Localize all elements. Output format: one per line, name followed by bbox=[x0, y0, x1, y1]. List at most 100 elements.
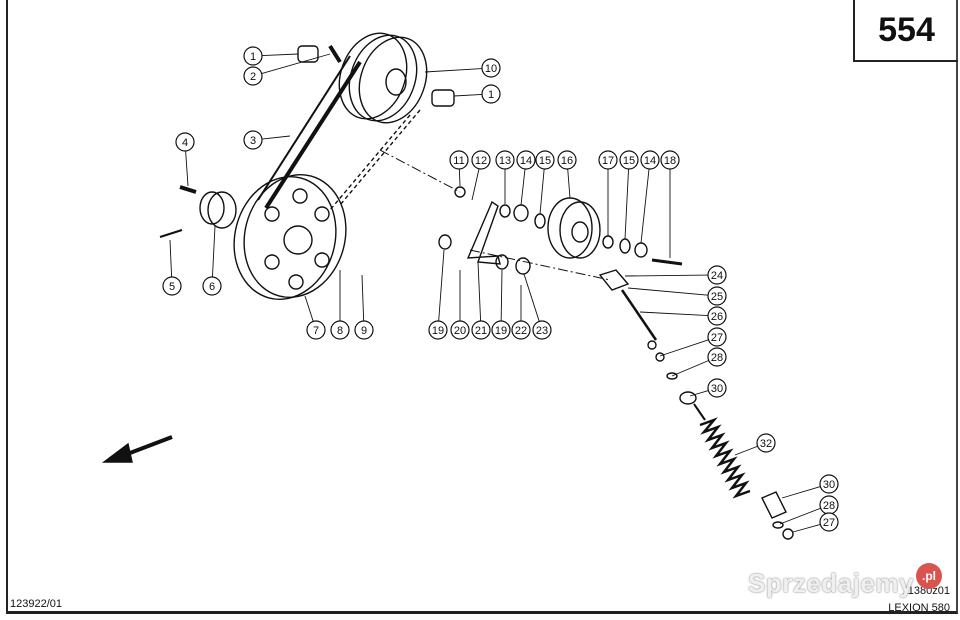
callout-circle bbox=[707, 265, 727, 285]
callout-15: 15 bbox=[619, 150, 639, 170]
callout-circle bbox=[481, 84, 501, 104]
callout-11: 11 bbox=[449, 150, 469, 170]
callout-number: 22 bbox=[515, 325, 527, 337]
callout-30: 30 bbox=[707, 378, 727, 398]
callout-leader-line bbox=[453, 94, 483, 97]
callout-leader-line bbox=[539, 168, 545, 215]
upper-pulley bbox=[338, 32, 428, 124]
rod-26 bbox=[620, 289, 658, 341]
callout-number: 9 bbox=[361, 325, 367, 337]
callout-leader-line bbox=[169, 239, 173, 278]
callout-number: 27 bbox=[711, 332, 723, 344]
callout-number: 28 bbox=[823, 500, 835, 512]
callout-circle bbox=[707, 378, 727, 398]
callout-number: 21 bbox=[475, 325, 487, 337]
callout-14: 14 bbox=[516, 150, 536, 170]
page-number: 554 bbox=[853, 0, 958, 62]
lower-pulley bbox=[233, 174, 347, 300]
callout-number: 16 bbox=[561, 155, 573, 167]
callout-number: 13 bbox=[499, 155, 511, 167]
callout-circle bbox=[243, 130, 263, 150]
callout-26: 26 bbox=[707, 306, 727, 326]
callout-circle bbox=[354, 320, 374, 340]
callout-circle bbox=[660, 150, 680, 170]
watermark-text: Sprzedajemy bbox=[748, 568, 914, 598]
callout-13: 13 bbox=[495, 150, 515, 170]
callout-number: 30 bbox=[711, 383, 723, 395]
callout-circle bbox=[707, 347, 727, 367]
callout-number: 15 bbox=[623, 155, 635, 167]
callout-number: 1 bbox=[488, 89, 494, 101]
callout-number: 4 bbox=[182, 137, 188, 149]
callout-7: 7 bbox=[306, 320, 326, 340]
callout-number: 19 bbox=[432, 325, 444, 337]
callout-number: 30 bbox=[823, 479, 835, 491]
callout-9: 9 bbox=[354, 320, 374, 340]
callout-circle bbox=[450, 320, 470, 340]
callout-leader-line bbox=[792, 523, 821, 533]
callout-21: 21 bbox=[471, 320, 491, 340]
callout-circle bbox=[243, 46, 263, 66]
callout-leader-line bbox=[211, 225, 216, 278]
drive-belt bbox=[257, 55, 421, 211]
callout-number: 20 bbox=[454, 325, 466, 337]
callout-12: 12 bbox=[471, 150, 491, 170]
callout-number: 11 bbox=[453, 155, 464, 167]
callout-leader-line bbox=[640, 168, 650, 244]
callout-leader-line bbox=[734, 445, 758, 456]
callout-number: 3 bbox=[250, 135, 256, 147]
callout-number: 14 bbox=[644, 155, 656, 167]
callout-circle bbox=[495, 150, 515, 170]
callout-3: 3 bbox=[243, 130, 263, 150]
idler-roller-16 bbox=[547, 197, 601, 259]
callout-circle bbox=[449, 150, 469, 170]
callout-number: 15 bbox=[539, 155, 551, 167]
callout-24: 24 bbox=[707, 265, 727, 285]
callout-circle bbox=[707, 306, 727, 326]
callout-28: 28 bbox=[707, 347, 727, 367]
callout-circle bbox=[819, 474, 839, 494]
callout-circle bbox=[243, 66, 263, 86]
callout-circle bbox=[819, 512, 839, 532]
callout-6: 6 bbox=[202, 276, 222, 296]
callout-circle bbox=[598, 150, 618, 170]
callout-number: 23 bbox=[536, 325, 548, 337]
callout-20: 20 bbox=[450, 320, 470, 340]
callout-25: 25 bbox=[707, 286, 727, 306]
callout-18: 18 bbox=[660, 150, 680, 170]
callout-number: 8 bbox=[337, 325, 343, 337]
callout-4: 4 bbox=[175, 132, 195, 152]
callout-2: 2 bbox=[243, 66, 263, 86]
callout-leader-line bbox=[639, 311, 709, 316]
callout-leader-line bbox=[185, 150, 189, 187]
callout-leader-line bbox=[261, 53, 299, 57]
pin-2 bbox=[328, 44, 342, 64]
callout-circle bbox=[471, 320, 491, 340]
bolt-5 bbox=[159, 229, 183, 238]
callout-number: 26 bbox=[711, 311, 723, 323]
drawing-reference: 11380z01 bbox=[902, 585, 950, 597]
callout-1: 1 bbox=[481, 84, 501, 104]
callout-circle bbox=[511, 320, 531, 340]
callout-leader-line bbox=[659, 339, 709, 357]
callout-number: 2 bbox=[250, 71, 256, 83]
hub-6 bbox=[199, 191, 237, 229]
callout-19: 19 bbox=[491, 320, 511, 340]
callout-16: 16 bbox=[557, 150, 577, 170]
callout-circle bbox=[557, 150, 577, 170]
callout-leader-line bbox=[523, 273, 540, 322]
callout-17: 17 bbox=[598, 150, 618, 170]
watermark-badge: .pl bbox=[916, 563, 942, 589]
callout-circle bbox=[707, 327, 727, 347]
clevis-24 bbox=[598, 269, 630, 291]
callout-circle bbox=[306, 320, 326, 340]
callout-number: 12 bbox=[475, 155, 487, 167]
callout-number: 32 bbox=[760, 438, 772, 450]
callout-30: 30 bbox=[819, 474, 839, 494]
callout-circle bbox=[330, 320, 350, 340]
callout-circle bbox=[491, 320, 511, 340]
drawing-frame bbox=[6, 0, 958, 614]
callout-number: 25 bbox=[711, 291, 723, 303]
